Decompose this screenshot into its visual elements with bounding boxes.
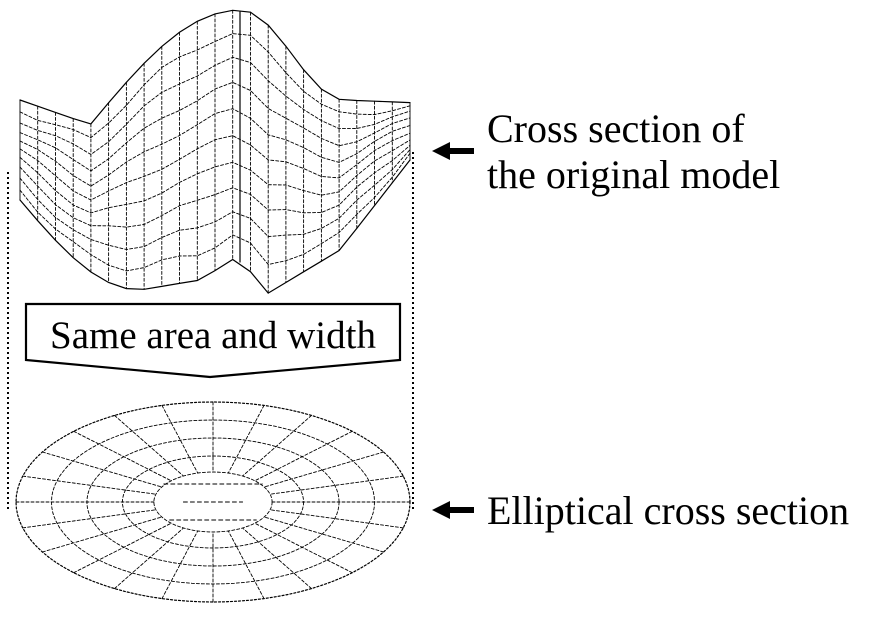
ellipse-spoke-line <box>73 522 172 574</box>
left-arrow-icon <box>432 501 474 519</box>
callout-text: Same area and width <box>50 314 376 357</box>
ellipse-spoke-line <box>242 414 312 477</box>
callout-box <box>24 302 402 379</box>
ellipse-spoke-line <box>73 430 172 482</box>
ellipse-spoke-line <box>114 527 184 590</box>
ellipse-spoke-line <box>41 516 163 553</box>
ellipse-spoke-line <box>22 509 157 529</box>
ellipse-spoke-line <box>161 404 199 474</box>
ellipse-spoke-line <box>254 522 353 574</box>
original-model-label-line-2: the original model <box>487 152 781 197</box>
elliptical-cross-section-mesh <box>15 401 411 603</box>
original-model-label-line-1: Cross section of <box>487 106 745 151</box>
elliptical-cross-section-label: Elliptical cross section <box>487 488 850 533</box>
ellipse-spoke-line <box>227 530 265 600</box>
mesh-row-line <box>19 139 411 214</box>
ellipse-spoke-line <box>254 430 353 482</box>
ellipse-spoke-line <box>269 509 404 529</box>
original-cross-section-mesh <box>19 9 411 294</box>
ellipse-spoke-line <box>161 530 199 600</box>
left-arrow-icon <box>432 142 474 160</box>
mesh-row-line <box>19 152 411 272</box>
ellipse-spoke-line <box>114 414 184 477</box>
width-guide-lines <box>7 152 414 510</box>
ellipse-spoke-line <box>242 527 312 590</box>
ellipse-spoke-line <box>41 451 163 488</box>
mesh-row-line <box>19 144 411 228</box>
ellipse-spoke-line <box>263 516 385 553</box>
ellipse-spoke-line <box>263 451 385 488</box>
ellipse-spoke-line <box>22 475 157 495</box>
ellipse-spoke-line <box>269 475 404 495</box>
ellipse-spoke-line <box>227 404 265 474</box>
original-model-label: Cross section of the original model <box>487 106 780 198</box>
